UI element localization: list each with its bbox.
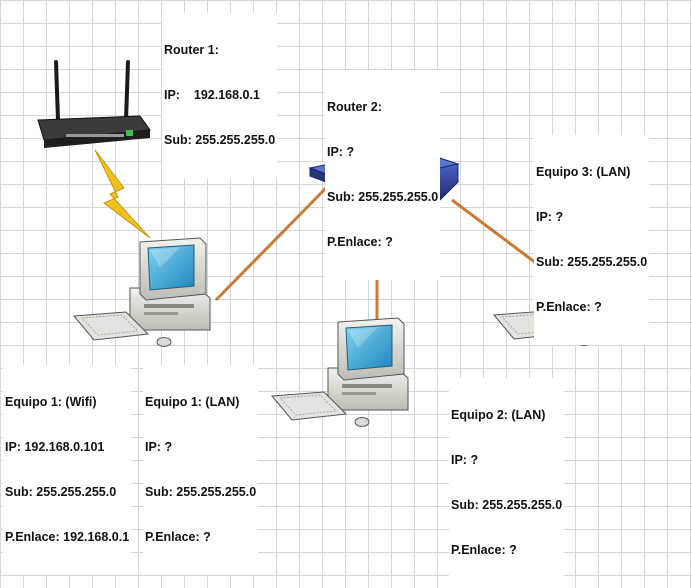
pc1-wifi-title: Equipo 1: (Wifi): [5, 395, 97, 409]
router2-sub: Sub: 255.255.255.0: [327, 190, 439, 204]
wifi-router-icon: [37, 60, 151, 148]
pc2-lan-ip: IP: ?: [451, 453, 479, 467]
router1-sub: Sub: 255.255.255.0: [164, 133, 276, 147]
pc1-wifi-label: Equipo 1: (Wifi) IP: 192.168.0.101 Sub: …: [3, 365, 132, 575]
pc3-lan-gateway: P.Enlace: ?: [536, 300, 602, 314]
pc2-lan-gateway: P.Enlace: ?: [451, 543, 517, 557]
pc2-lan-title: Equipo 2: (LAN): [451, 408, 546, 422]
pc1-lan-ip: IP: ?: [145, 440, 173, 454]
router2-label: Router 2: IP: ? Sub: 255.255.255.0 P.Enl…: [325, 70, 441, 280]
router2-gateway: P.Enlace: ?: [327, 235, 393, 249]
pc3-lan-ip: IP: ?: [536, 210, 564, 224]
computer-icon-equipo2: [271, 317, 409, 427]
pc1-wifi-gateway: P.Enlace: 192.168.0.1: [5, 530, 130, 544]
router1-title: Router 1:: [164, 43, 219, 57]
router2-title: Router 2:: [327, 100, 382, 114]
pc3-lan-sub: Sub: 255.255.255.0: [536, 255, 648, 269]
pc1-lan-gateway: P.Enlace: ?: [145, 530, 211, 544]
router1-ip: IP: 192.168.0.1: [164, 88, 260, 102]
pc3-lan-title: Equipo 3: (LAN): [536, 165, 631, 179]
pc1-lan-sub: Sub: 255.255.255.0: [145, 485, 257, 499]
pc1-wifi-ip: IP: 192.168.0.101: [5, 440, 105, 454]
router1-label: Router 1: IP: 192.168.0.1 Sub: 255.255.2…: [162, 13, 278, 178]
cable-router2-pc1: [214, 186, 328, 302]
pc1-lan-label: Equipo 1: (LAN) IP: ? Sub: 255.255.255.0…: [143, 365, 259, 575]
pc2-lan-sub: Sub: 255.255.255.0: [451, 498, 563, 512]
wifi-bolt-icon: [94, 149, 151, 239]
pc2-lan-label: Equipo 2: (LAN) IP: ? Sub: 255.255.255.0…: [449, 378, 565, 588]
router2-ip: IP: ?: [327, 145, 355, 159]
network-diagram: Router 1: IP: 192.168.0.1 Sub: 255.255.2…: [5, 13, 650, 557]
pc1-lan-title: Equipo 1: (LAN): [145, 395, 240, 409]
computer-icon-equipo1: [73, 237, 211, 347]
pc1-wifi-sub: Sub: 255.255.255.0: [5, 485, 117, 499]
pc3-lan-label: Equipo 3: (LAN) IP: ? Sub: 255.255.255.0…: [534, 135, 650, 345]
